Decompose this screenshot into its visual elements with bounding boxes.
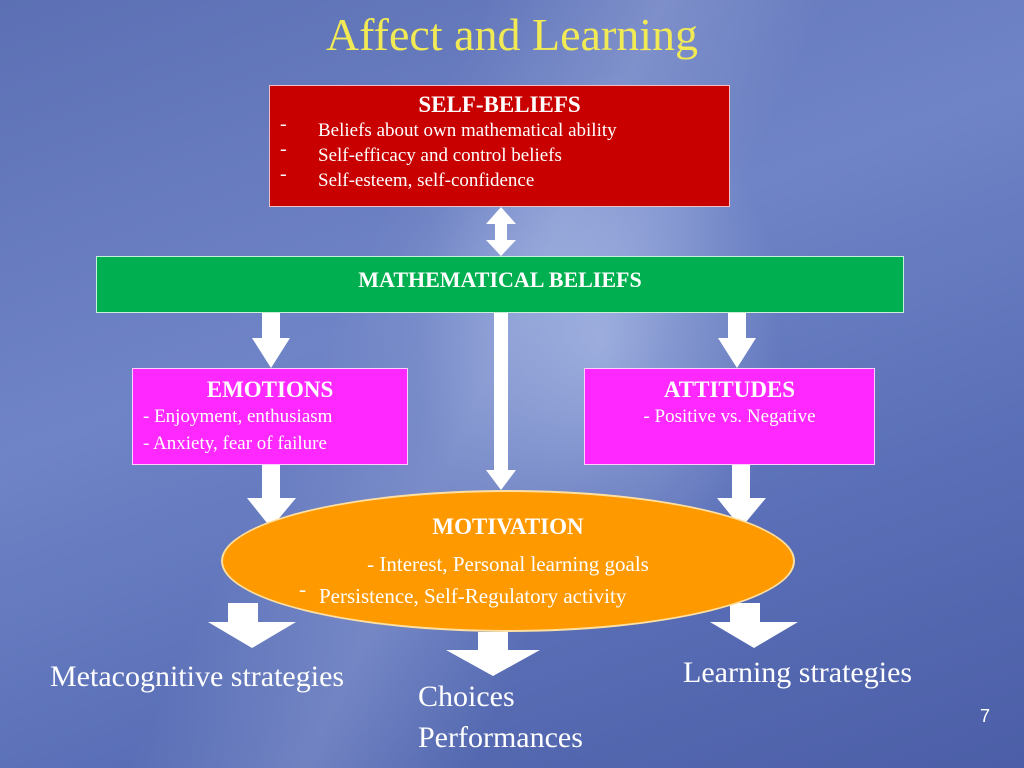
emotions-item: - Anxiety, fear of failure <box>143 433 327 454</box>
arrow-emotions-to-motivation <box>247 465 296 528</box>
attitudes-box: ATTITUDES - Positive vs. Negative <box>584 368 875 465</box>
self-beliefs-box: SELF-BELIEFS - Beliefs about own mathema… <box>269 85 730 207</box>
slide-title: Affect and Learning <box>325 9 699 60</box>
self-beliefs-item: - Self-esteem, self-confidence <box>270 163 729 193</box>
bullet-dash: - <box>280 138 287 160</box>
emotions-item: - Enjoyment, enthusiasm <box>143 406 333 427</box>
self-beliefs-heading: SELF-BELIEFS <box>418 92 581 117</box>
performances-label: Performances <box>418 721 583 754</box>
emotions-box: EMOTIONS - Enjoyment, enthusiasm - Anxie… <box>132 368 408 465</box>
arrow-math-to-emotions <box>252 313 290 368</box>
arrow-to-choices <box>446 632 540 676</box>
self-beliefs-item-text: Self-efficacy and control beliefs <box>318 145 562 166</box>
attitudes-heading: ATTITUDES <box>663 377 796 402</box>
choices-label: Choices <box>418 680 515 713</box>
motivation-item: - Persistence, Self-Regulatory activity <box>299 577 627 609</box>
arrow-math-to-attitudes <box>718 313 756 368</box>
bullet-dash: - <box>280 163 287 185</box>
self-beliefs-item-text: Beliefs about own mathematical ability <box>318 120 617 141</box>
arrow-attitudes-to-motivation <box>717 465 766 528</box>
mathematical-beliefs-heading: MATHEMATICAL BELIEFS <box>358 267 642 292</box>
metacognitive-strategies-label: Metacognitive strategies <box>50 660 345 693</box>
self-beliefs-item-text: Self-esteem, self-confidence <box>318 170 535 191</box>
bullet-dash: - <box>280 113 287 135</box>
page-number: 7 <box>980 706 991 726</box>
choices-performances-label: Choices Performances <box>418 676 583 758</box>
arrow-to-metacognitive <box>208 603 296 648</box>
motivation-item-text: Persistence, Self-Regulatory activity <box>319 584 627 608</box>
emotions-heading: EMOTIONS <box>206 377 334 402</box>
attitudes-item: - Positive vs. Negative <box>643 406 816 427</box>
motivation-ellipse: MOTIVATION - Interest, Personal learning… <box>221 490 795 632</box>
double-arrow-self-math <box>486 207 516 256</box>
motivation-item: - Interest, Personal learning goals <box>367 552 649 576</box>
arrow-math-to-motivation <box>486 313 516 490</box>
self-beliefs-item: - Beliefs about own mathematical ability <box>270 113 729 143</box>
motivation-heading: MOTIVATION <box>432 514 584 539</box>
mathematical-beliefs-box: MATHEMATICAL BELIEFS <box>96 256 904 313</box>
bullet-dash: - <box>299 577 306 601</box>
self-beliefs-item: - Self-efficacy and control beliefs <box>270 138 729 168</box>
learning-strategies-label: Learning strategies <box>683 656 913 689</box>
arrow-to-learning <box>710 603 798 648</box>
